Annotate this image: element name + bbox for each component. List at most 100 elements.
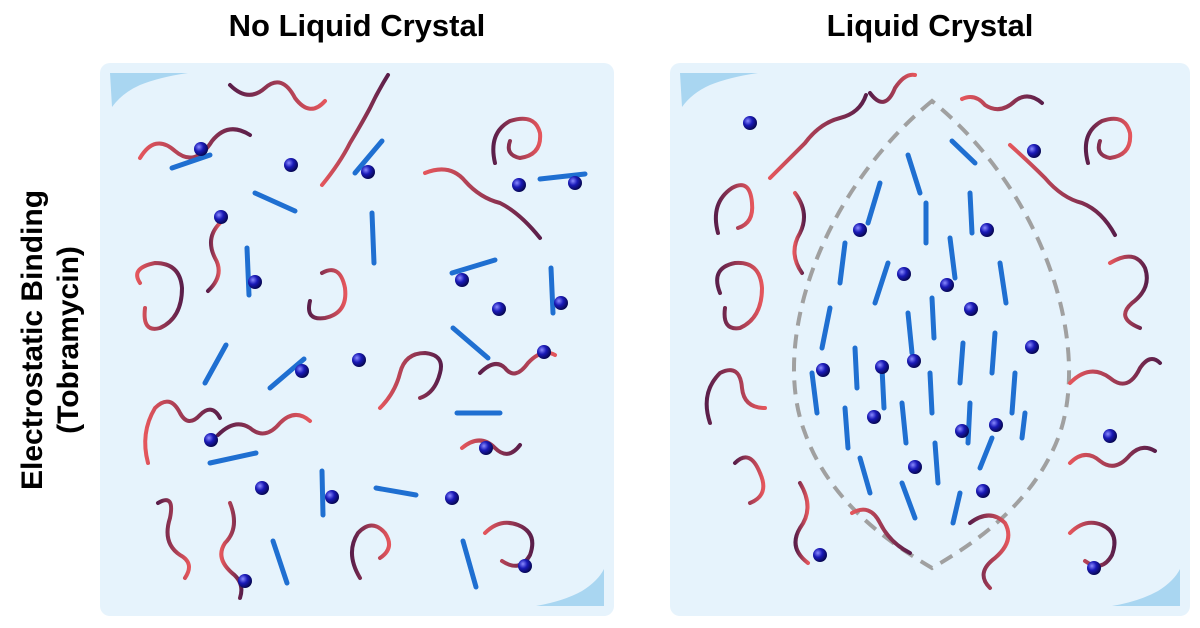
polymer-chain: [350, 523, 391, 580]
rod: [947, 235, 958, 281]
tobramycin-sphere: [980, 223, 994, 237]
rod: [450, 325, 491, 361]
tobramycin-sphere: [492, 302, 506, 316]
tobramycin-sphere: [568, 176, 582, 190]
polymer-chain: [228, 80, 327, 111]
rod: [965, 400, 973, 446]
polymer-chain: [483, 520, 535, 568]
polymer-chain: [219, 501, 244, 600]
rod: [932, 440, 941, 486]
polymer-chain: [792, 191, 806, 275]
tobramycin-sphere: [537, 345, 551, 359]
rod: [899, 480, 918, 521]
tobramycin-sphere: [554, 296, 568, 310]
tobramycin-sphere: [1027, 144, 1041, 158]
rod: [872, 260, 891, 306]
polymer-chain: [1008, 143, 1117, 237]
polymer-chain: [1083, 116, 1133, 165]
rod: [967, 190, 975, 236]
tobramycin-sphere: [955, 424, 969, 438]
polymer-chain: [307, 268, 348, 321]
rod: [989, 330, 998, 376]
row-label-line2: (Tobramycin): [52, 246, 85, 434]
tobramycin-sphere: [325, 490, 339, 504]
polymer-chain: [423, 167, 542, 240]
panel-liquid-crystal: [670, 63, 1190, 616]
polymer-chain: [850, 507, 912, 555]
corner-accent-bottom-right: [536, 569, 604, 606]
panel-title-no-liquid-crystal: No Liquid Crystal: [228, 8, 486, 43]
rod: [252, 190, 298, 214]
rod: [169, 152, 213, 171]
tobramycin-sphere: [964, 302, 978, 316]
corner-accent-top-left: [110, 73, 188, 107]
rod: [905, 152, 923, 196]
tobramycin-sphere: [512, 178, 526, 192]
tobramycin-sphere: [248, 275, 262, 289]
tobramycin-sphere: [989, 418, 1003, 432]
rod: [202, 342, 229, 386]
polymer-chain: [868, 72, 917, 104]
tobramycin-sphere: [255, 481, 269, 495]
rod: [1019, 410, 1028, 441]
polymer-chain: [968, 513, 1011, 590]
rod: [977, 435, 995, 471]
tobramycin-sphere: [518, 559, 532, 573]
tobramycin-sphere: [976, 484, 990, 498]
rod: [929, 295, 937, 341]
rod: [837, 240, 848, 286]
rod: [949, 138, 978, 166]
tobramycin-sphere: [1087, 561, 1101, 575]
tobramycin-sphere: [352, 353, 366, 367]
corner-accent-bottom-right: [1112, 569, 1180, 606]
tobramycin-sphere: [743, 116, 757, 130]
rod: [460, 538, 479, 590]
tobramycin-sphere: [816, 363, 830, 377]
polymer-chain: [216, 413, 312, 437]
rod: [879, 365, 887, 411]
rod: [319, 468, 326, 518]
tobramycin-sphere: [361, 165, 375, 179]
tobramycin-sphere: [908, 460, 922, 474]
rod: [997, 260, 1009, 306]
rod: [537, 171, 588, 182]
rod: [819, 305, 833, 351]
polymer-chain: [793, 481, 810, 565]
polymer-chain: [1108, 254, 1149, 330]
rod: [352, 138, 385, 176]
polymer-chain: [143, 399, 222, 465]
polymer-chain: [768, 93, 868, 180]
polymer-chain: [320, 73, 390, 187]
polymer-chain: [491, 116, 543, 165]
rod: [449, 257, 498, 276]
polymer-chain: [460, 438, 522, 456]
rod: [270, 538, 290, 586]
scene-disordered: [110, 73, 604, 606]
polymer-chain: [704, 368, 767, 425]
rod: [244, 245, 252, 298]
rod: [927, 370, 935, 416]
polymer-chain: [138, 127, 252, 160]
rod: [865, 180, 883, 226]
polymer-chain: [1068, 445, 1157, 468]
rod: [950, 490, 963, 526]
tobramycin-sphere: [1025, 340, 1039, 354]
tobramycin-sphere: [867, 410, 881, 424]
polymer-chain: [378, 350, 443, 410]
polymer-chain: [713, 183, 755, 235]
tobramycin-sphere: [875, 360, 889, 374]
tobramycin-sphere: [194, 142, 208, 156]
polymer-chain: [1068, 520, 1117, 568]
rod: [857, 455, 873, 496]
polymer-chain: [715, 260, 765, 331]
rod: [207, 450, 259, 466]
polymer-chain: [135, 260, 185, 331]
rod: [842, 405, 851, 451]
row-label: Electrostatic Binding (Tobramycin): [8, 60, 94, 620]
rod: [548, 265, 556, 316]
scene-ordered: [680, 72, 1180, 606]
rod: [905, 310, 915, 356]
tobramycin-sphere: [479, 441, 493, 455]
polymer-chain: [156, 498, 191, 580]
tobramycin-sphere: [853, 223, 867, 237]
